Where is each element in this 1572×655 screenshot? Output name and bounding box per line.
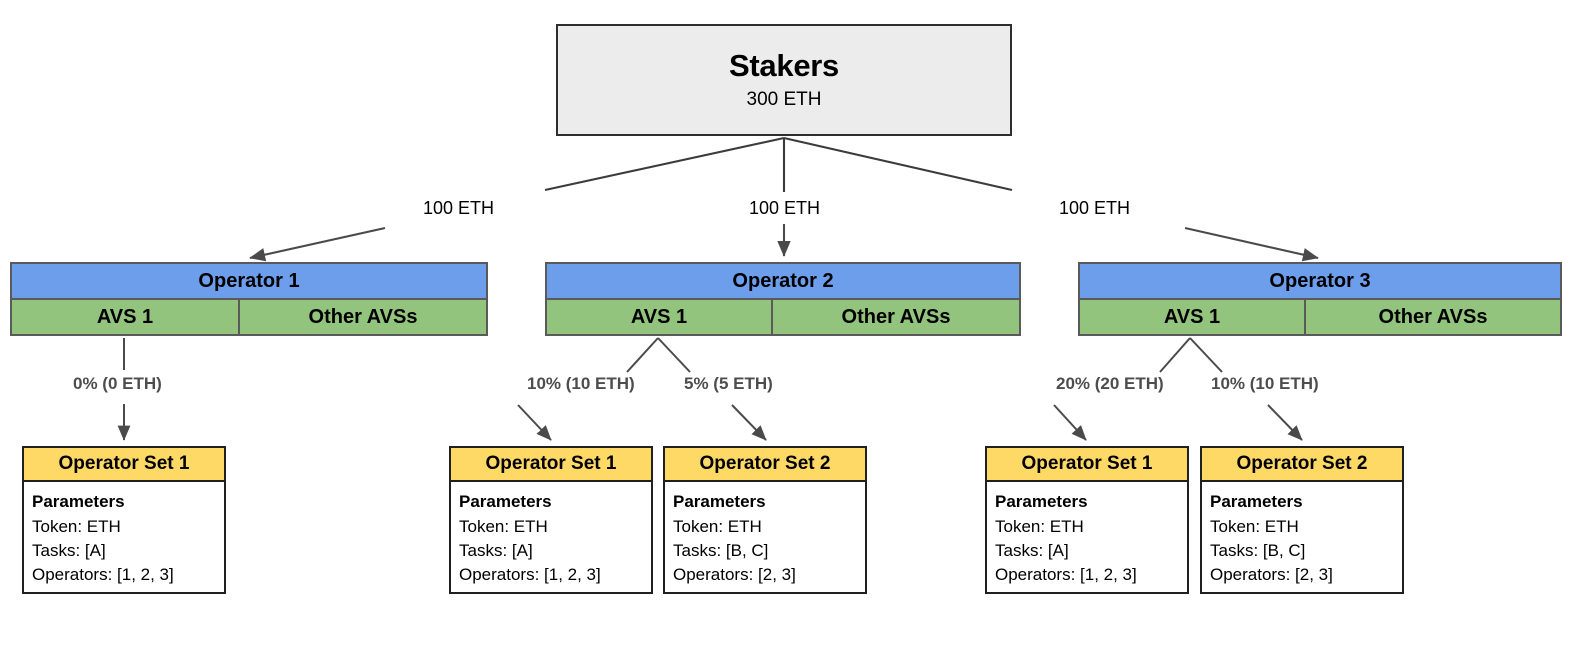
operator-3-allocation-label-1: 20% (20 ETH) [1053, 374, 1167, 394]
param-token: Token: ETH [1210, 516, 1299, 536]
operator-2-allocation-label-2: 5% (5 ETH) [681, 374, 776, 394]
operator-node-3[interactable]: Operator 3 AVS 1 Other AVSs [1078, 262, 1562, 336]
param-tasks: Tasks: [B, C] [1210, 540, 1306, 560]
operator-set-3-1-title: Operator Set 1 [987, 448, 1187, 482]
operator-set-3-1-body: Parameters Token: ETH Tasks: [A] Operato… [987, 482, 1187, 592]
operator-1-other-avss-cell[interactable]: Other AVSs [240, 300, 486, 334]
operator-set-node-2-2[interactable]: Operator Set 2 Parameters Token: ETH Tas… [663, 446, 867, 594]
stakers-title: Stakers [729, 48, 839, 83]
operator-1-allocation-label-1: 0% (0 ETH) [70, 374, 165, 394]
operator-node-2[interactable]: Operator 2 AVS 1 Other AVSs [545, 262, 1021, 336]
params-heading: Parameters [459, 492, 552, 511]
params-heading: Parameters [673, 492, 766, 511]
operator-2-avs-row: AVS 1 Other AVSs [547, 300, 1019, 334]
param-operators: Operators: [2, 3] [1210, 564, 1333, 584]
params-heading: Parameters [1210, 492, 1303, 511]
param-token: Token: ETH [995, 516, 1084, 536]
param-operators: Operators: [1, 2, 3] [995, 564, 1137, 584]
operator-set-2-1-title: Operator Set 1 [451, 448, 651, 482]
operator-3-title: Operator 3 [1080, 264, 1560, 300]
operator-set-2-1-body: Parameters Token: ETH Tasks: [A] Operato… [451, 482, 651, 592]
operator-set-3-2-body: Parameters Token: ETH Tasks: [B, C] Oper… [1202, 482, 1402, 592]
operator-set-3-2-title: Operator Set 2 [1202, 448, 1402, 482]
operator-2-other-avss-cell[interactable]: Other AVSs [773, 300, 1019, 334]
param-tasks: Tasks: [A] [459, 540, 533, 560]
operator-2-title: Operator 2 [547, 264, 1019, 300]
stake-edge-label-3: 100 ETH [1056, 198, 1134, 219]
operator-set-node-3-1[interactable]: Operator Set 1 Parameters Token: ETH Tas… [985, 446, 1189, 594]
operator-3-avs-row: AVS 1 Other AVSs [1080, 300, 1560, 334]
operator-1-avs-1-cell[interactable]: AVS 1 [12, 300, 240, 334]
param-token: Token: ETH [32, 516, 121, 536]
param-tasks: Tasks: [A] [995, 540, 1069, 560]
operator-set-node-1-1[interactable]: Operator Set 1 Parameters Token: ETH Tas… [22, 446, 226, 594]
operator-3-other-avss-cell[interactable]: Other AVSs [1306, 300, 1560, 334]
operator-set-1-1-title: Operator Set 1 [24, 448, 224, 482]
param-operators: Operators: [1, 2, 3] [32, 564, 174, 584]
param-tasks: Tasks: [A] [32, 540, 106, 560]
stake-edge-label-2: 100 ETH [746, 198, 824, 219]
param-operators: Operators: [2, 3] [673, 564, 796, 584]
param-operators: Operators: [1, 2, 3] [459, 564, 601, 584]
param-token: Token: ETH [673, 516, 762, 536]
stakers-amount: 300 ETH [746, 89, 822, 111]
operator-3-allocation-label-2: 10% (10 ETH) [1208, 374, 1322, 394]
stakers-node[interactable]: Stakers 300 ETH [556, 24, 1012, 136]
operator-3-avs-1-cell[interactable]: AVS 1 [1080, 300, 1306, 334]
stake-edge-label-1: 100 ETH [420, 198, 498, 219]
operator-set-node-3-2[interactable]: Operator Set 2 Parameters Token: ETH Tas… [1200, 446, 1404, 594]
operator-set-1-1-body: Parameters Token: ETH Tasks: [A] Operato… [24, 482, 224, 592]
params-heading: Parameters [995, 492, 1088, 511]
operator-2-avs-1-cell[interactable]: AVS 1 [547, 300, 773, 334]
operator-1-title: Operator 1 [12, 264, 486, 300]
operator-set-2-2-title: Operator Set 2 [665, 448, 865, 482]
operator-set-node-2-1[interactable]: Operator Set 1 Parameters Token: ETH Tas… [449, 446, 653, 594]
operator-1-avs-row: AVS 1 Other AVSs [12, 300, 486, 334]
param-tasks: Tasks: [B, C] [673, 540, 769, 560]
param-token: Token: ETH [459, 516, 548, 536]
operator-set-2-2-body: Parameters Token: ETH Tasks: [B, C] Oper… [665, 482, 865, 592]
operator-2-allocation-label-1: 10% (10 ETH) [524, 374, 638, 394]
params-heading: Parameters [32, 492, 125, 511]
operator-node-1[interactable]: Operator 1 AVS 1 Other AVSs [10, 262, 488, 336]
